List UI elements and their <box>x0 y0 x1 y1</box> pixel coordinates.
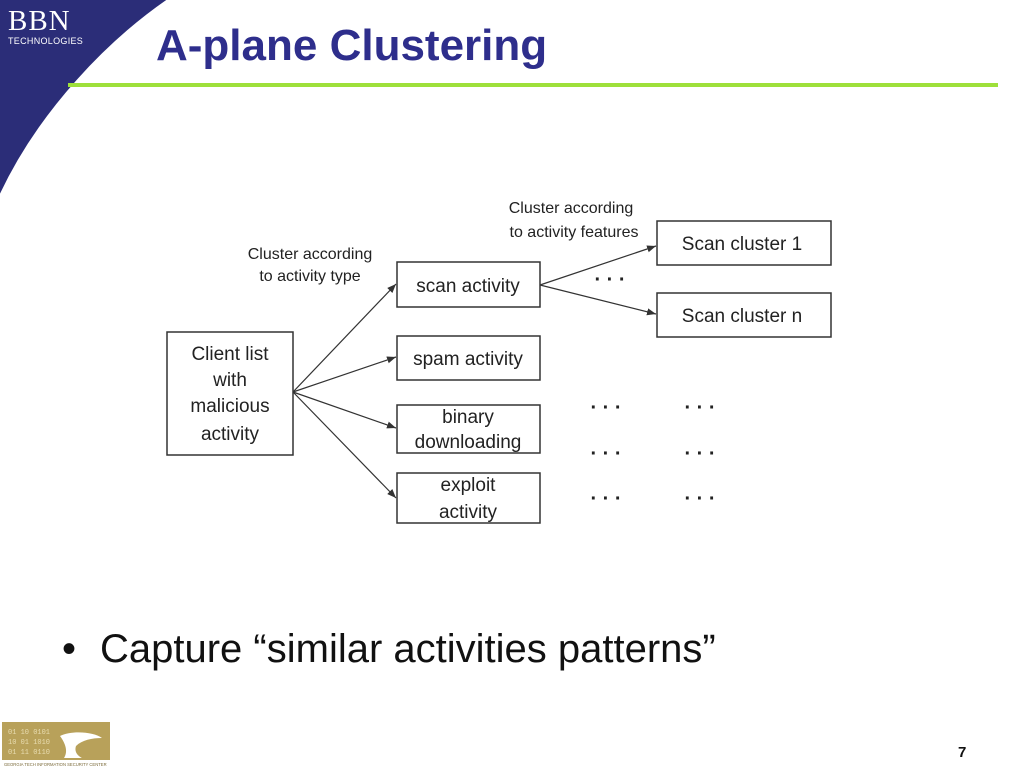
activity-exploit-line-1: exploit <box>441 475 497 496</box>
ellipsis-between-clusters: · · · <box>594 269 625 291</box>
cluster-scan-1: Scan cluster 1 <box>656 220 832 266</box>
ellipsis-exploit-2: · · · <box>684 488 715 510</box>
edge-scan-cluster1 <box>539 245 657 286</box>
logo-sub-text: TECHNOLOGIES <box>8 36 84 46</box>
bbn-logo: BBN TECHNOLOGIES <box>8 6 83 46</box>
activity-scan: scan activity <box>396 261 541 308</box>
gtisc-logo: 01 10 0101 10 01 1010 01 11 0110 GEORGIA… <box>2 722 110 767</box>
annotation-features-line-1: Cluster according <box>509 200 634 217</box>
ellipsis-mid-1: · · · <box>590 443 621 465</box>
cluster-scan-n-label: Scan cluster n <box>682 306 802 327</box>
root-line-4: activity <box>201 424 260 445</box>
cluster-scan-n: Scan cluster n <box>656 292 832 338</box>
annotation-type-line-1: Cluster according <box>248 246 373 263</box>
bullet-text: Capture “similar activities patterns” <box>100 627 716 671</box>
activity-exploit-line-2: activity <box>439 502 498 523</box>
ellipsis-binary-2: · · · <box>684 397 715 419</box>
annotation-type-line-2: to activity type <box>259 268 360 285</box>
activity-binary: binary downloading <box>396 404 541 454</box>
root-line-1: Client list <box>191 344 269 365</box>
activity-exploit: exploit activity <box>396 472 541 524</box>
title-underline <box>68 83 998 87</box>
gtisc-logo-caption: GEORGIA TECH INFORMATION SECURITY CENTER <box>4 762 107 767</box>
activity-binary-line-1: binary <box>442 407 494 428</box>
edge-root-spam <box>292 356 397 393</box>
page-number: 7 <box>958 744 967 761</box>
ellipsis-binary-1: · · · <box>590 397 621 419</box>
svg-text:01 11 0110: 01 11 0110 <box>8 749 50 757</box>
root-line-3: malicious <box>190 396 269 417</box>
root-line-2: with <box>212 370 247 391</box>
corner-decoration <box>0 0 169 197</box>
root-node: Client list with malicious activity <box>166 331 294 456</box>
svg-text:01 10 0101: 01 10 0101 <box>8 729 50 737</box>
activity-scan-label: scan activity <box>416 276 520 297</box>
activity-binary-line-2: downloading <box>415 432 522 453</box>
bullet-item: • Capture “similar activities patterns” <box>62 624 716 674</box>
cluster-scan-1-label: Scan cluster 1 <box>682 234 802 255</box>
svg-text:10 01 1010: 10 01 1010 <box>8 739 50 747</box>
bullet-marker: • <box>62 627 77 671</box>
logo-main-text: BBN <box>8 5 71 37</box>
edge-scan-clustern <box>539 284 657 316</box>
ellipsis-exploit-1: · · · <box>590 488 621 510</box>
edge-root-binary <box>292 391 397 429</box>
edge-root-exploit <box>292 391 397 499</box>
activity-spam: spam activity <box>396 335 541 381</box>
ellipsis-mid-2: · · · <box>684 443 715 465</box>
slide-title: A-plane Clustering <box>156 21 548 70</box>
edge-root-scan <box>292 283 397 393</box>
activity-spam-label: spam activity <box>413 349 523 370</box>
annotation-features-line-2: to activity features <box>510 224 639 241</box>
